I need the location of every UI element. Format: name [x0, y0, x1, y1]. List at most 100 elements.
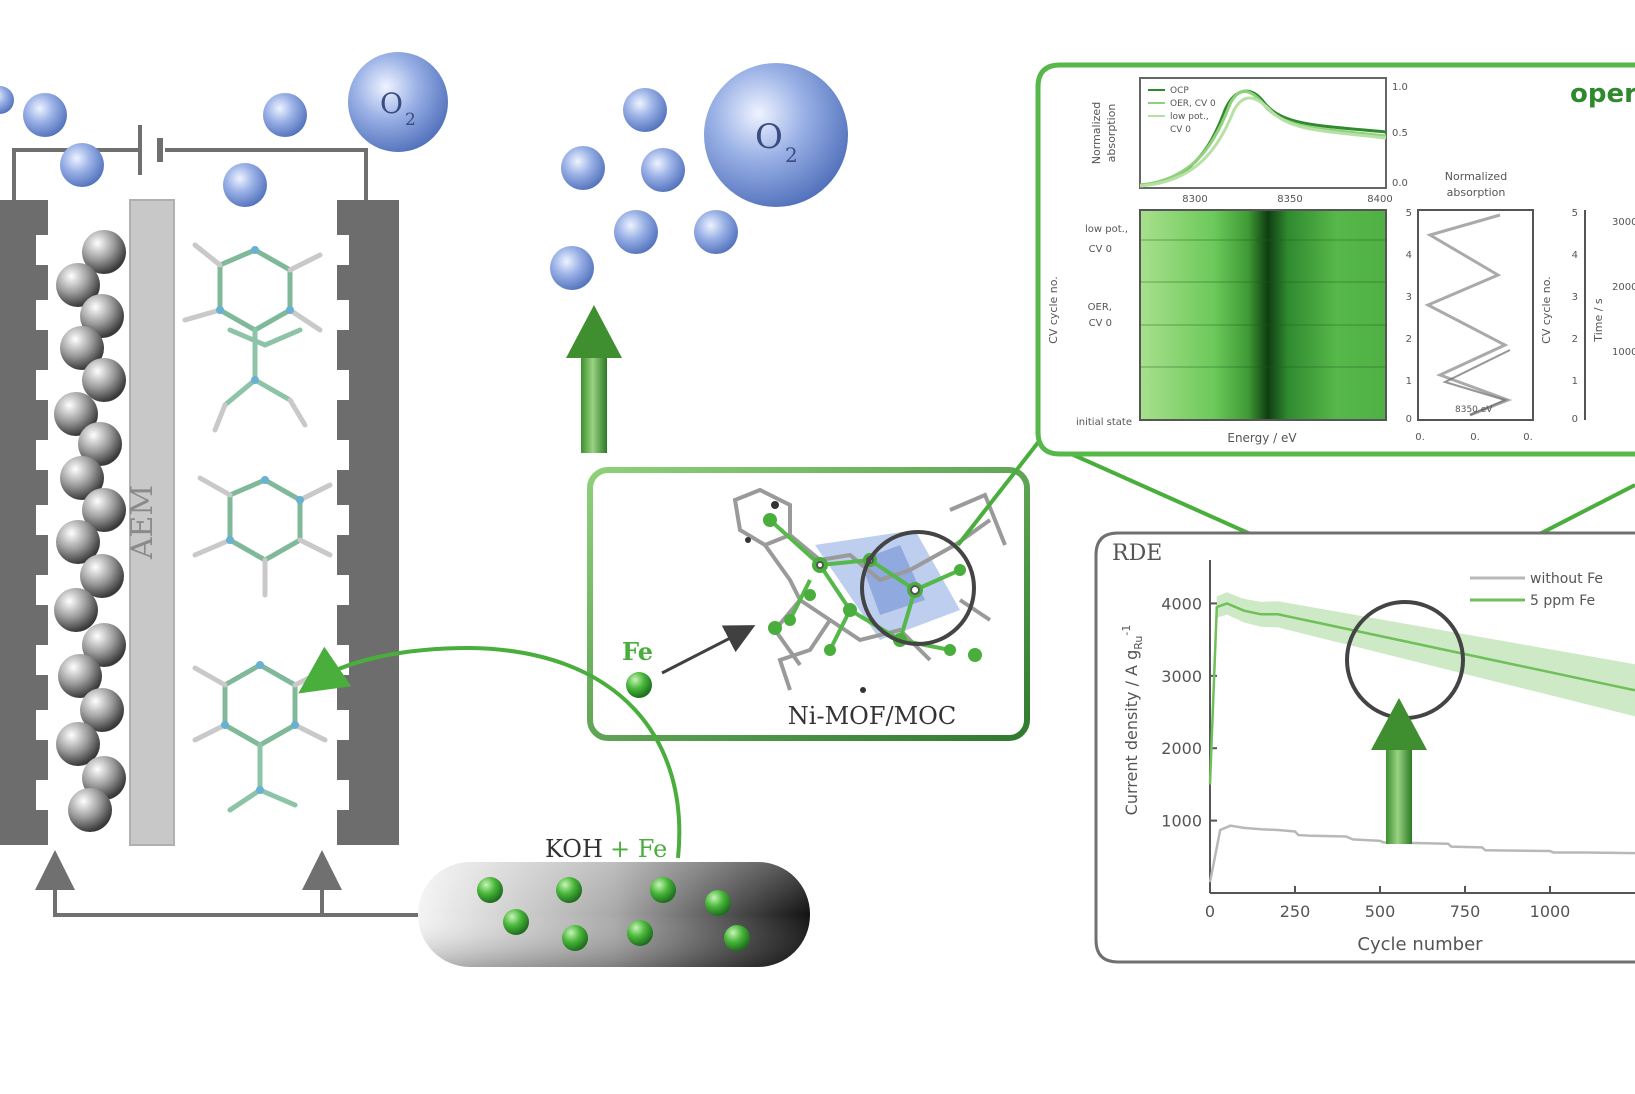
koh-label: KOH: [545, 835, 603, 863]
rde-xtick-label-1: 250: [1280, 902, 1311, 921]
rde-series-line-1: [1208, 602, 1635, 785]
xas-spectrum-plot: OCP OER, CV 0 low pot., CV 0 Normalized …: [1090, 77, 1408, 205]
side-title-line2: absorption: [1447, 186, 1506, 199]
far-right-tick-0: 3000: [1612, 217, 1635, 228]
o2-label-left: O 2: [380, 87, 416, 130]
operando-title: oper: [1570, 79, 1635, 109]
xas-heatmap: low pot., CV 0 OER, CV 0 initial state C…: [1047, 209, 1387, 445]
rde-ytick-label-0: 1000: [1161, 812, 1202, 831]
heatmap-row-3: CV 0: [1089, 318, 1112, 329]
aem-label: AEM: [125, 485, 160, 560]
molecular-catalyst-structures: [182, 242, 333, 813]
rde-ylabel-sup: -1: [1120, 625, 1133, 636]
heatmap-row-0: low pot.,: [1085, 224, 1128, 235]
xas-xtick-0: 8300: [1182, 194, 1207, 205]
molecule-1: [182, 242, 323, 433]
rde-ylabel-main: Current density / A g: [1122, 650, 1141, 816]
far-ytick-2: 3: [1572, 292, 1578, 303]
active-site-circle: [860, 530, 976, 646]
side-ytick-5: 0: [1406, 414, 1412, 425]
xas-legend-3: CV 0: [1170, 125, 1191, 135]
o2-subscript-center: 2: [785, 143, 798, 167]
svg-text:Current density / A gRu-1: Current density / A gRu-1: [1120, 625, 1145, 816]
rde-series-line-0: [1208, 824, 1635, 883]
xas-xtick-2: 8400: [1367, 194, 1392, 205]
rde-ytick-label-3: 4000: [1161, 594, 1202, 613]
side-xtick-0: 0.: [1415, 432, 1425, 443]
rde-y-axis-label: Current density / A gRu-1: [1120, 625, 1145, 816]
catalyst-box: Fe: [587, 467, 1030, 741]
fe-ions-in-electrolyte: [477, 877, 750, 951]
heatmap-ylabel: CV cycle no.: [1047, 276, 1060, 344]
xas-legend-1: OER, CV 0: [1170, 99, 1216, 109]
cycle-time-axes: CV cycle no. Time / s 5 4 3 2 1 0 3000 2…: [1540, 208, 1635, 425]
heatmap-row-4: initial state: [1076, 417, 1132, 428]
heatmap-xlabel: Energy / eV: [1227, 431, 1297, 445]
side-ytick-4: 1: [1406, 376, 1412, 387]
oxygen-bubbles-center: [550, 63, 848, 290]
catalyst-label: Ni-MOF/MOC: [788, 702, 956, 730]
fe-incorporation-arrow: [661, 625, 756, 675]
heatmap-row-1: CV 0: [1089, 244, 1112, 255]
oxygen-bubbles-left: [0, 52, 448, 207]
xas-ytick-1: 0.5: [1392, 128, 1408, 139]
rde-up-arrow-icon: [1371, 698, 1427, 844]
rde-ytick-label-1: 2000: [1161, 739, 1202, 758]
electrolyzer-cell: AEM: [0, 125, 425, 917]
fe-label: Fe: [622, 637, 653, 666]
far-right-tick-1: 2000: [1612, 282, 1635, 293]
side-legend: 8350 eV: [1455, 405, 1493, 415]
side-ytick-1: 4: [1406, 250, 1412, 261]
side-ytick-3: 2: [1406, 334, 1412, 345]
xas-legend-0: OCP: [1170, 86, 1189, 96]
rde-ylabel-sub: Ru: [1132, 636, 1145, 650]
side-ytick-0: 5: [1406, 208, 1412, 219]
far-ylabel-cycle: CV cycle no.: [1540, 276, 1553, 344]
molecule-2: [192, 475, 333, 598]
xas-ylabel-line1: Normalized: [1090, 102, 1103, 164]
far-ytick-5: 0: [1572, 414, 1578, 425]
rde-xtick-label-3: 750: [1450, 902, 1481, 921]
xas-legend: OCP OER, CV 0 low pot., CV 0: [1148, 86, 1216, 135]
rde-xtick-label-0: 0: [1205, 902, 1215, 921]
electrolyte-reservoir: KOH + Fe: [418, 835, 810, 967]
operando-xas-panel: oper OCP OER, CV 0 low pot., CV 0 Normal…: [1035, 62, 1635, 457]
rde-legend: without Fe 5 ppm Fe: [1470, 571, 1603, 609]
rde-title: RDE: [1112, 541, 1162, 566]
cathode-catalyst-spheres: [54, 230, 126, 832]
rde-xtick-label-2: 500: [1365, 902, 1396, 921]
far-ytick-3: 2: [1572, 334, 1578, 345]
xas-legend-2: low pot.,: [1170, 112, 1209, 122]
fe-ion-icon: [626, 672, 652, 698]
heatmap-row-2: OER,: [1088, 302, 1112, 313]
aem-membrane: AEM: [125, 199, 175, 846]
o2-symbol-center: O: [755, 117, 783, 157]
xas-ylabel-line2: absorption: [1105, 104, 1118, 163]
side-title-line1: Normalized: [1445, 170, 1507, 183]
absorption-vs-cycle-plot: Normalized absorption 5 4 3 2 1 0 0. 0. …: [1406, 170, 1534, 443]
xas-ytick-0: 1.0: [1392, 82, 1408, 93]
rde-x-axis-label: Cycle number: [1357, 934, 1483, 955]
side-ytick-2: 3: [1406, 292, 1412, 303]
far-right-tick-2: 1000: [1612, 347, 1635, 358]
electrolyte-feed-lines: [35, 850, 425, 917]
right-electrode: [337, 200, 399, 845]
up-arrow-icon: [566, 305, 622, 453]
far-ytick-4: 1: [1572, 376, 1578, 387]
rde-ytick-label-2: 3000: [1161, 667, 1202, 686]
fe-transport-arrow: [298, 645, 682, 859]
plus-fe-label: + Fe: [610, 835, 667, 863]
far-ytick-0: 5: [1572, 208, 1578, 219]
far-ylabel-time: Time / s: [1592, 298, 1605, 343]
far-ytick-1: 4: [1572, 250, 1578, 261]
electrolyte-label: KOH + Fe: [545, 835, 667, 863]
legend-5ppm-fe: 5 ppm Fe: [1530, 593, 1595, 609]
o2-symbol: O: [380, 87, 403, 120]
side-xtick-1: 0.: [1470, 432, 1480, 443]
left-electrode: [0, 200, 48, 845]
side-xtick-2: 0.: [1523, 432, 1533, 443]
